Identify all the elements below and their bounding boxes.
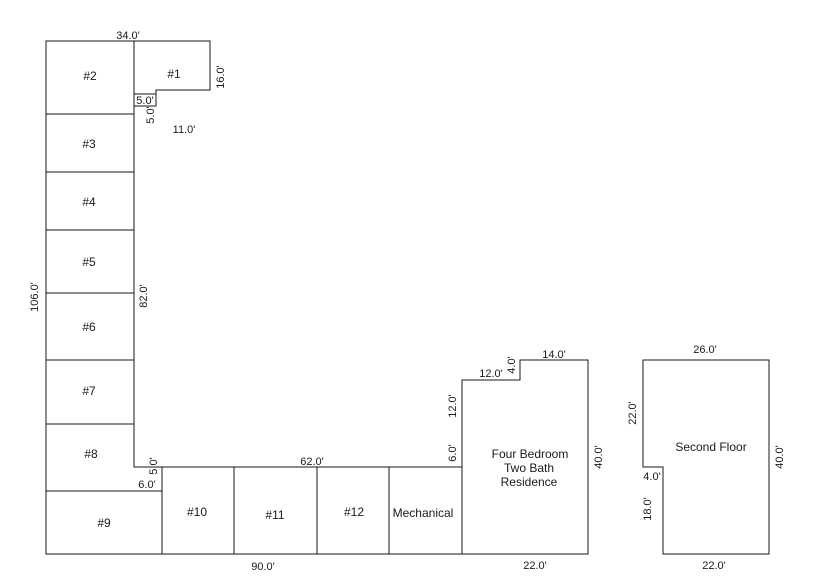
dim-sf-top-width: 26.0' bbox=[693, 344, 717, 356]
unit-label-mechanical: Mechanical bbox=[393, 506, 454, 520]
unit-label-7: #7 bbox=[82, 384, 96, 398]
dim-notch-height: 5.0' bbox=[145, 106, 157, 123]
unit-label-2: #2 bbox=[83, 69, 97, 83]
second-floor-label: Second Floor bbox=[675, 440, 746, 454]
residence-label-line-3: Residence bbox=[501, 475, 558, 489]
dim-step-width: 6.0' bbox=[138, 479, 155, 491]
unit-label-8: #8 bbox=[84, 447, 98, 461]
second-floor-outline bbox=[642, 359, 770, 555]
dim-overall-height: 106.0' bbox=[29, 282, 41, 312]
residence-outline bbox=[461, 359, 589, 555]
dimension-labels: 34.0' 5.0' 11.0' 6.0' 62.0' 90.0' 12.0' … bbox=[29, 30, 786, 573]
residence-label-line-1: Four Bedroom bbox=[492, 447, 569, 461]
unit-label-6: #6 bbox=[82, 320, 96, 334]
dim-unit1-bottom: 11.0' bbox=[173, 124, 196, 136]
unit-label-11: #11 bbox=[265, 508, 284, 522]
unit-1-notch bbox=[133, 90, 156, 95]
dim-step-height: 5.0' bbox=[148, 457, 160, 474]
unit-label-12: #12 bbox=[344, 505, 364, 519]
dim-sf-bottom-width: 22.0' bbox=[702, 560, 726, 572]
dim-res-step-height: 6.0' bbox=[447, 444, 459, 461]
dim-sf-lower-height: 18.0' bbox=[642, 497, 654, 521]
dim-overall-width: 90.0' bbox=[251, 561, 275, 573]
unit-label-5: #5 bbox=[82, 255, 96, 269]
dim-sf-right-height: 40.0' bbox=[774, 445, 786, 469]
dim-notch-width: 5.0' bbox=[136, 95, 153, 107]
residence-label-line-2: Two Bath bbox=[504, 461, 554, 475]
unit-label-1: #1 bbox=[167, 67, 181, 81]
main-building bbox=[45, 40, 463, 555]
dim-sf-notch-width: 4.0' bbox=[643, 471, 660, 483]
main-building-outline bbox=[45, 40, 463, 555]
unit-label-9: #9 bbox=[97, 516, 111, 530]
dim-res-step-width: 12.0' bbox=[479, 368, 503, 380]
dim-wing-height: 82.0' bbox=[138, 284, 150, 308]
dim-res-right-height: 40.0' bbox=[593, 445, 605, 469]
dim-res-notch-height: 4.0' bbox=[506, 356, 518, 373]
dim-top-width: 34.0' bbox=[116, 30, 140, 42]
dim-res-top-width: 14.0' bbox=[542, 349, 566, 361]
dim-res-bottom-width: 22.0' bbox=[523, 560, 547, 572]
dim-sf-left-height: 22.0' bbox=[627, 401, 639, 425]
dim-lower-run: 62.0' bbox=[300, 456, 324, 468]
unit-label-4: #4 bbox=[82, 195, 96, 209]
dim-unit1-height: 16.0' bbox=[215, 65, 227, 89]
unit-label-10: #10 bbox=[187, 505, 207, 519]
unit-label-3: #3 bbox=[82, 137, 96, 151]
dim-res-wall-height: 12.0' bbox=[447, 394, 459, 418]
unit-labels: #1 #2 #3 #4 #5 #6 #7 #8 #9 #10 #11 #12 M… bbox=[82, 67, 453, 530]
